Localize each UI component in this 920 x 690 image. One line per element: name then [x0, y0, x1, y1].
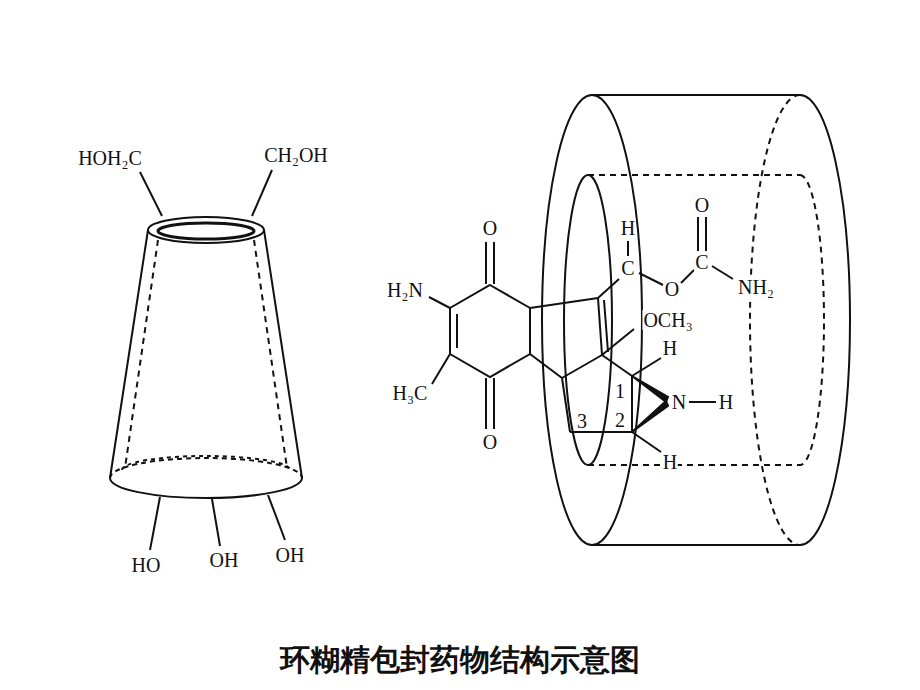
atom-label: H — [718, 392, 734, 412]
atom-label: HO — [131, 555, 162, 575]
atom-label: C — [694, 252, 709, 272]
callout-number: 2 — [614, 410, 626, 430]
atom-label: O — [482, 432, 498, 452]
cyclodextrin-cone — [110, 170, 302, 550]
host-cylinder — [542, 95, 850, 545]
callout-number: 3 — [576, 411, 588, 431]
atom-label: H — [662, 338, 678, 358]
atom-label: OH — [209, 550, 240, 570]
drug-molecule — [429, 217, 733, 452]
atom-label: OCH₃ — [642, 310, 693, 330]
atom-label: O — [482, 218, 498, 238]
atom-label: OH — [275, 545, 306, 565]
atom-label: N — [671, 392, 687, 412]
atom-label: H — [662, 452, 678, 472]
callout-number: 1 — [614, 381, 626, 401]
atom-label: O — [664, 279, 680, 299]
atom-label: HOH₂C — [77, 148, 143, 168]
atom-label: H₂N — [386, 280, 424, 300]
atom-label: CH₂OH — [263, 145, 329, 165]
atom-label: NH₂ — [737, 277, 775, 297]
atom-label: C — [620, 258, 635, 278]
atom-label: H — [620, 218, 636, 238]
caption: 环糊精包封药物结构示意图 — [280, 640, 640, 681]
atom-label: O — [694, 195, 710, 215]
atom-label: H₃C — [392, 383, 429, 403]
